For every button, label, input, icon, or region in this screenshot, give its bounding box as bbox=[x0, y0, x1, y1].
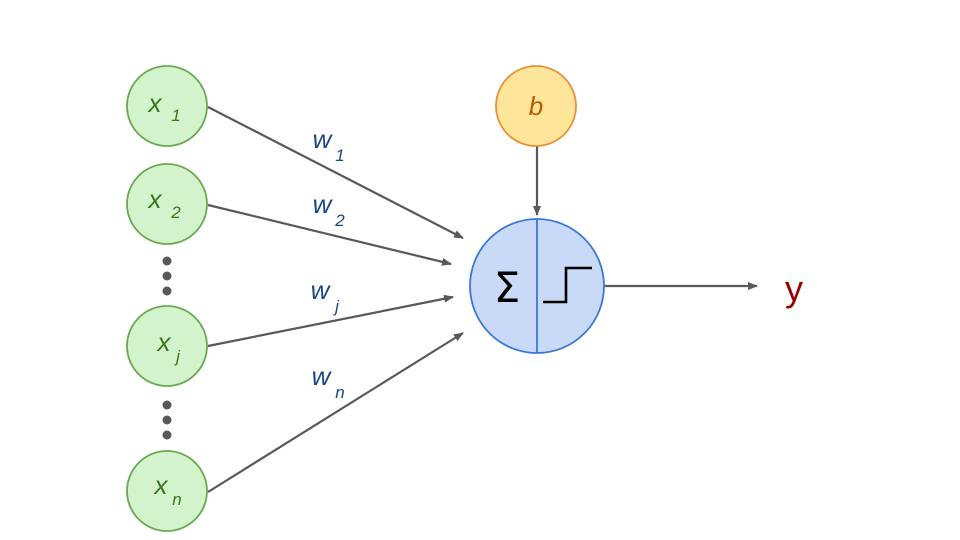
weight-main-2: w bbox=[313, 189, 334, 219]
input-label-j: x bbox=[156, 327, 172, 357]
input-subscript-j: j bbox=[174, 347, 181, 366]
weight-label-1: w 1 bbox=[313, 124, 345, 165]
weight-subscript-j: j bbox=[333, 297, 340, 316]
sum-symbol: Σ bbox=[494, 263, 521, 312]
weight-subscript-n: n bbox=[335, 383, 344, 402]
output-label: y bbox=[785, 268, 803, 309]
input-node-n: x n bbox=[126, 450, 208, 532]
input-subscript-2: 2 bbox=[170, 203, 181, 222]
weight-label-2: w 2 bbox=[313, 189, 346, 230]
weight-subscript-2: 2 bbox=[334, 211, 345, 230]
vertical-ellipsis-icon bbox=[162, 400, 172, 440]
input-label-2: x bbox=[147, 184, 163, 214]
vertical-ellipsis-icon bbox=[162, 256, 172, 296]
step-function-icon bbox=[543, 266, 592, 304]
weight-main-1: w bbox=[313, 124, 334, 154]
weight-subscript-1: 1 bbox=[335, 146, 344, 165]
input-node-2: x 2 bbox=[126, 163, 208, 245]
weight-arrow-2 bbox=[207, 203, 452, 266]
neuron: Σ bbox=[469, 218, 605, 354]
bias-label: b bbox=[529, 91, 543, 121]
weight-main-n: w bbox=[312, 361, 333, 391]
input-subscript-1: 1 bbox=[171, 106, 180, 125]
weight-arrow-1 bbox=[207, 106, 464, 239]
input-label-1: x bbox=[147, 88, 163, 118]
input-label-n: x bbox=[153, 470, 169, 500]
weight-label-j: w j bbox=[311, 275, 341, 316]
weight-arrow-n bbox=[207, 332, 464, 493]
weight-label-n: w n bbox=[312, 361, 345, 402]
weight-arrow-j bbox=[207, 294, 454, 348]
input-node-j: x j bbox=[126, 305, 208, 387]
input-node-1: x 1 bbox=[126, 65, 208, 147]
input-subscript-n: n bbox=[172, 490, 181, 509]
bias-node: b bbox=[495, 65, 577, 147]
weight-main-j: w bbox=[311, 275, 332, 305]
